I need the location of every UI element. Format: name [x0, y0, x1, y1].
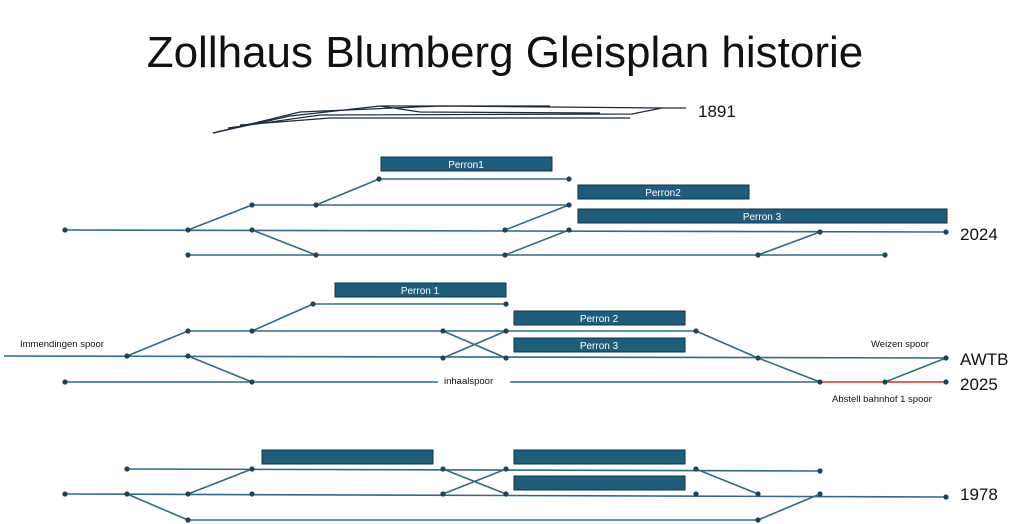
- plan-2024: Perron1 Perron2 Perron 3: [62, 156, 949, 258]
- year-label-2025: 2025: [960, 375, 998, 394]
- track-label-abstell: Abstell bahnhof 1 spoor: [832, 394, 932, 405]
- year-label-2024: 2024: [960, 225, 998, 244]
- track-label-inhaalspoor: inhaalspoor: [444, 376, 493, 387]
- platform-2025-2: [513, 310, 686, 326]
- platform-1978-2: [513, 449, 686, 465]
- platform-2025-3: [513, 337, 686, 353]
- page-title: Zollhaus Blumberg Gleisplan historie: [146, 28, 864, 77]
- track-label-immendingen: Immendingen spoor: [20, 339, 104, 350]
- plan-2025: Perron 1 Perron 2 Perron 3: [3, 282, 949, 388]
- track-label-weizen: Weizen spoor: [871, 339, 929, 350]
- platform-2025-2-label: Perron 2: [580, 314, 619, 325]
- platform-2025-3-label: Perron 3: [580, 341, 619, 352]
- platform-2024-1-label: Perron1: [448, 160, 484, 171]
- platform-2024-2-label: Perron2: [645, 188, 681, 199]
- platform-2024-2: [577, 184, 750, 200]
- platform-1978-3: [513, 475, 686, 491]
- plan-1891: [212, 105, 686, 134]
- platform-2024-3-label: Perron 3: [743, 212, 782, 223]
- platform-2024-1: [380, 156, 553, 172]
- year-label-1978: 1978: [960, 485, 998, 504]
- platform-2025-1-label: Perron 1: [401, 286, 440, 297]
- year-label-1891: 1891: [698, 102, 736, 121]
- platform-2025-1: [334, 282, 507, 298]
- plan-1978: [62, 449, 949, 523]
- platform-1978-1: [261, 449, 434, 465]
- platform-2024-3: [577, 208, 948, 224]
- year-label-awtb: AWTB: [960, 350, 1008, 369]
